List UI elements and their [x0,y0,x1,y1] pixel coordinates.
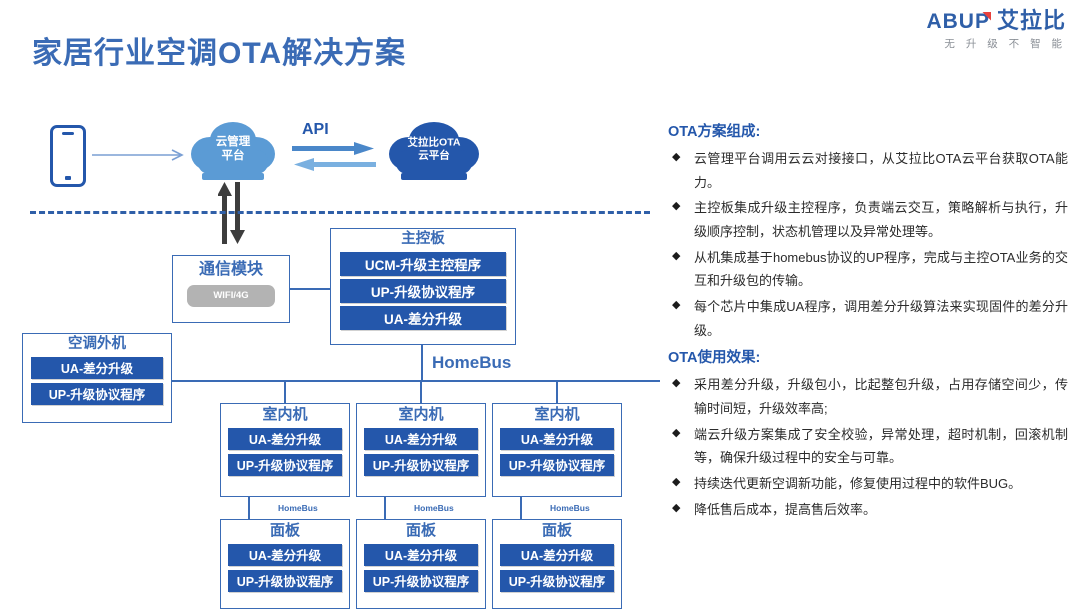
panel-2-bar-up: UP-升级协议程序 [364,569,478,592]
list-item: ◆降低售后成本，提高售后效率。 [668,498,1068,522]
outdoor-unit-bar-up: UP-升级协议程序 [31,382,163,405]
cloud-base-bar [202,173,264,180]
indoor-unit-3-bar-ua: UA-差分升级 [500,427,614,450]
panel-title-2: 面板 [405,522,436,539]
api-label: API [302,121,329,138]
indoor-to-panel-connector-1 [248,497,251,520]
homebus-main-label: HomeBus [432,353,512,372]
comm-module-title: 通信模块 [198,261,263,278]
homebus-drop-2 [420,380,423,404]
homebus-small-label-1: HomeBus [278,503,318,513]
smartphone-icon [50,125,86,187]
indoor-unit-1-bar-up: UP-升级协议程序 [228,453,342,476]
indoor-unit-2-bar-ua: UA-差分升级 [364,427,478,450]
right-text-panel: OTA方案组成: ◆云管理平台调用云云对接接口，从艾拉比OTA云平台获取OTA能… [668,120,1068,525]
panel-box-2: 面板 UA-差分升级 UP-升级协议程序 [356,519,486,609]
diamond-bullet-icon: ◆ [672,377,681,390]
diamond-bullet-icon: ◆ [672,249,681,262]
cloud-abup-ota-platform: 艾拉比OTA 云平台 [388,118,480,182]
indoor-unit-box-2: 室内机 UA-差分升级 UP-升级协议程序 [356,403,486,497]
page-title: 家居行业空调OTA解决方案 [32,37,407,70]
main-board-bar-up: UP-升级协议程序 [340,278,506,303]
main-board-bar-ua: UA-差分升级 [340,305,506,330]
panel-title-3: 面板 [541,522,572,539]
indoor-unit-box-1: 室内机 UA-差分升级 UP-升级协议程序 [220,403,350,497]
indoor-to-panel-connector-3 [520,497,523,520]
panel-2-bar-ua: UA-差分升级 [364,543,478,566]
indoor-unit-2-bar-up: UP-升级协议程序 [364,453,478,476]
homebus-small-label-2: HomeBus [414,503,454,513]
homebus-small-label-3: HomeBus [550,503,590,513]
diamond-bullet-icon: ◆ [672,200,681,213]
indoor-unit-1-bar-ua: UA-差分升级 [228,427,342,450]
diamond-bullet-icon: ◆ [672,475,681,488]
list-item: ◆采用差分升级，升级包小，比起整包升级，占用存储空间少，传输时间短，升级效率高; [668,373,1068,420]
bidirectional-uplink-arrow [218,182,245,244]
list-item: ◆每个芯片中集成UA程序，调用差分升级算法来实现固件的差分升级。 [668,295,1068,342]
panel-title-1: 面板 [269,522,300,539]
diamond-bullet-icon: ◆ [672,298,681,311]
panel-box-1: 面板 UA-差分升级 UP-升级协议程序 [220,519,350,609]
homebus-drop-3 [556,380,559,404]
cloud-abup-ota-platform-label: 艾拉比OTA 云平台 [407,136,461,162]
diamond-bullet-icon: ◆ [672,426,681,439]
homebus-trunk-line [172,380,660,383]
indoor-unit-title-2: 室内机 [398,406,444,423]
indoor-unit-title-1: 室内机 [262,406,308,423]
outdoor-unit-bar-ua: UA-差分升级 [31,356,163,379]
api-arrows-icon [292,142,376,171]
main-control-board-box: 主控板 UCM-升级主控程序 UP-升级协议程序 UA-差分升级 [330,228,516,345]
wifi-4g-pill: WIFI/4G [187,284,275,307]
homebus-drop-1 [284,380,287,404]
list-item: ◆云管理平台调用云云对接接口，从艾拉比OTA云平台获取OTA能力。 [668,147,1068,194]
cloud-management-platform-label: 云管理 平台 [215,136,251,163]
list-item: ◆端云升级方案集成了安全校验，异常处理，超时机制，回滚机制等，确保升级过程中的安… [668,423,1068,470]
indoor-unit-box-3: 室内机 UA-差分升级 UP-升级协议程序 [492,403,622,497]
list-item: ◆从机集成基于homebus协议的UP程序，完成与主控OTA业务的交互和升级包的… [668,246,1068,293]
panel-3-bar-up: UP-升级协议程序 [500,569,614,592]
panel-box-3: 面板 UA-差分升级 UP-升级协议程序 [492,519,622,609]
main-control-board-title: 主控板 [401,231,445,247]
phone-to-cloud-arrow [92,149,184,161]
comm-module-box: 通信模块 WIFI/4G [172,255,290,323]
effect-list: ◆采用差分升级，升级包小，比起整包升级，占用存储空间少，传输时间短，升级效率高;… [668,373,1068,521]
panel-1-bar-ua: UA-差分升级 [228,543,342,566]
comm-to-mainboard-connector [289,288,331,290]
brand-mark: ABUP 艾拉比 [926,10,1066,32]
brand-cjk-text: 艾拉比 [996,8,1066,33]
cloud-management-platform: 云管理 平台 [190,118,276,182]
panel-1-bar-up: UP-升级协议程序 [228,569,342,592]
list-item: ◆持续迭代更新空调新功能，修复使用过程中的软件BUG。 [668,472,1068,496]
indoor-unit-title-3: 室内机 [534,406,580,423]
outdoor-unit-box: 空调外机 UA-差分升级 UP-升级协议程序 [22,333,172,423]
outdoor-unit-title: 空调外机 [68,336,126,352]
composition-list: ◆云管理平台调用云云对接接口，从艾拉比OTA云平台获取OTA能力。 ◆主控板集成… [668,147,1068,342]
brand-latin-text: ABUP [926,9,990,33]
diamond-bullet-icon: ◆ [672,501,681,514]
cloud-device-boundary-line [30,211,650,214]
indoor-to-panel-connector-2 [384,497,387,520]
indoor-unit-3-bar-up: UP-升级协议程序 [500,453,614,476]
list-item: ◆主控板集成升级主控程序，负责端云交互，策略解析与执行，升级顺序控制，状态机管理… [668,196,1068,243]
brand-logo: ABUP 艾拉比 无 升 级 不 智 能 [926,10,1066,50]
mainboard-to-bus-connector [421,345,424,382]
diamond-bullet-icon: ◆ [672,151,681,163]
brand-tagline: 无 升 级 不 智 能 [944,38,1066,50]
section-heading-effect: OTA使用效果: [668,350,761,367]
section-heading-composition: OTA方案组成: [668,124,761,140]
cloud-base-bar-2 [400,173,468,180]
main-board-bar-ucm: UCM-升级主控程序 [340,251,506,276]
panel-3-bar-ua: UA-差分升级 [500,543,614,566]
